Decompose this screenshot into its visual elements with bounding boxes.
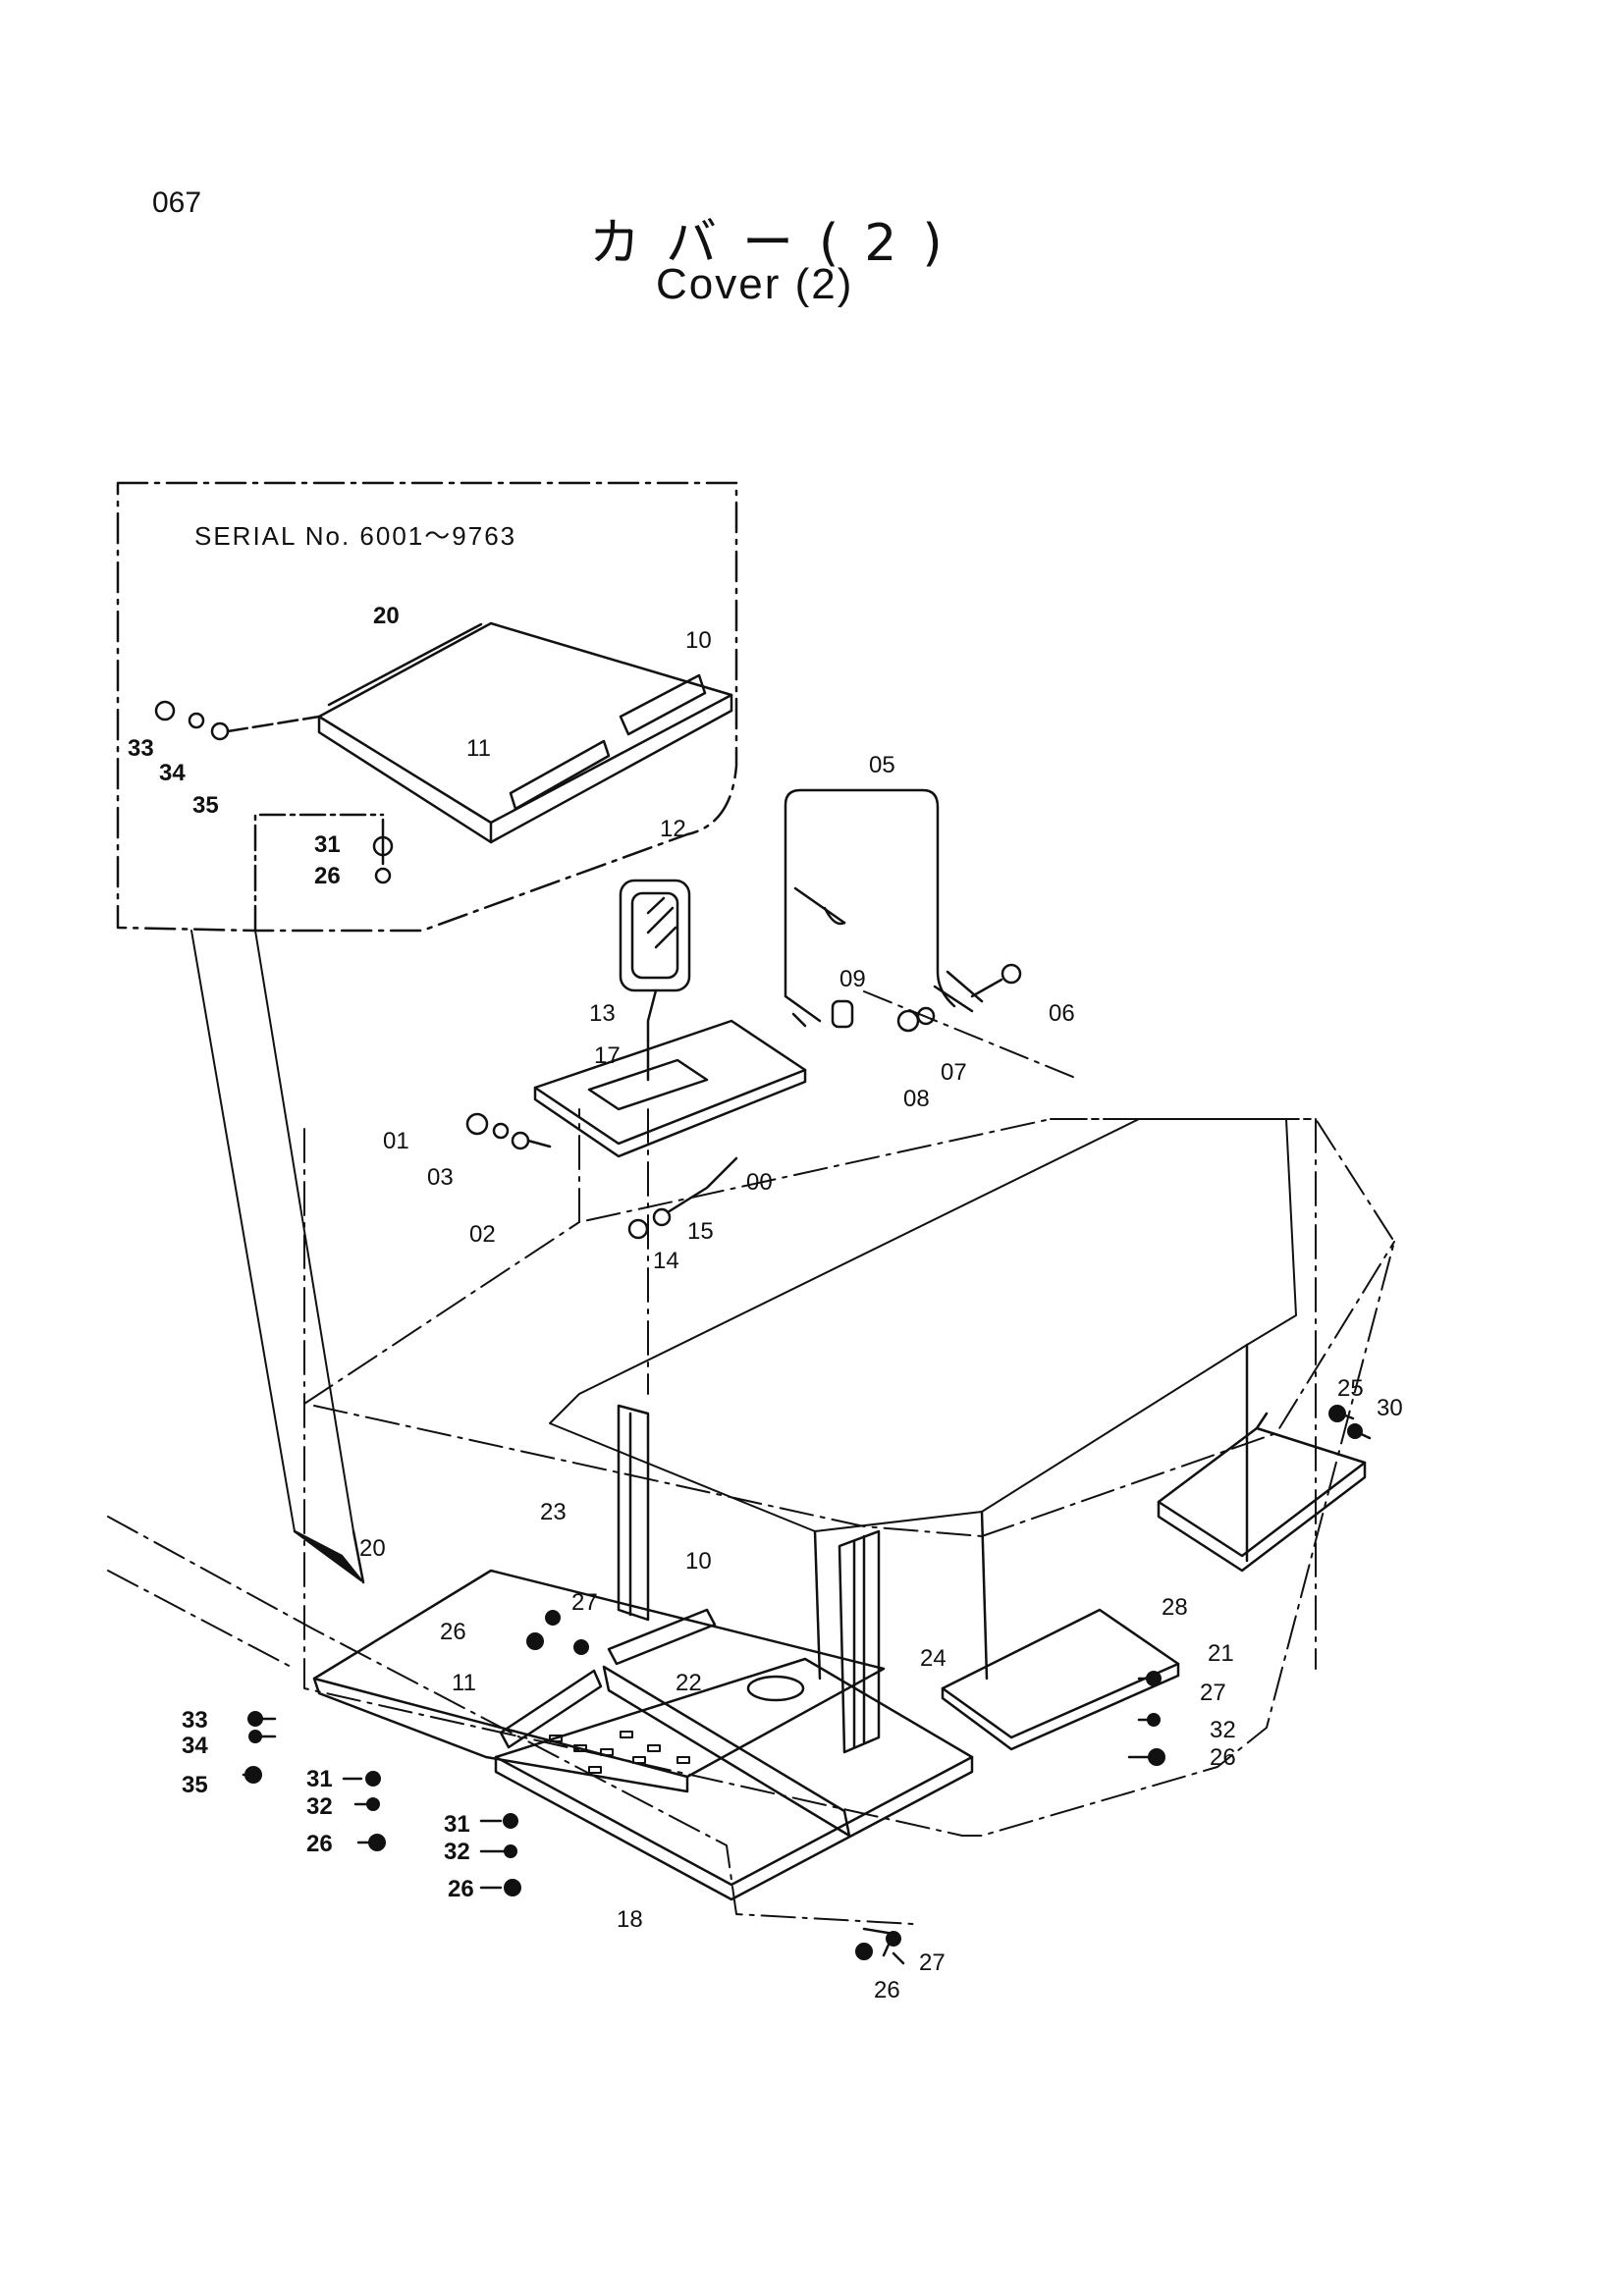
- callout-27-bottom: 27: [919, 1949, 946, 1976]
- callout-25: 25: [1337, 1375, 1364, 1402]
- callout-26-left: 26: [306, 1831, 333, 1857]
- callout-30: 30: [1377, 1395, 1403, 1421]
- post-24: [838, 1529, 881, 1754]
- callout-12: 12: [660, 816, 686, 842]
- callout-09: 09: [839, 966, 866, 992]
- bracket-11: [499, 1669, 603, 1749]
- title-english: Cover (2): [656, 260, 854, 308]
- callout-14: 14: [653, 1248, 679, 1274]
- callout-23: 23: [540, 1499, 567, 1525]
- callout-10-inset: 10: [685, 627, 712, 654]
- engine-hood: [549, 1118, 1297, 1532]
- callout-20-main: 20: [359, 1535, 386, 1562]
- callout-10-main: 10: [685, 1548, 712, 1575]
- serial-range-label: SERIAL No. 6001～9763: [194, 521, 516, 551]
- callout-11-inset: 11: [466, 735, 491, 762]
- post-23: [617, 1404, 650, 1622]
- callout-33-main: 33: [182, 1707, 208, 1734]
- callout-24: 24: [920, 1645, 947, 1672]
- callout-31-left: 31: [306, 1766, 333, 1792]
- callout-03: 03: [427, 1164, 454, 1191]
- callout-26-upper: 26: [440, 1619, 466, 1645]
- callout-15: 15: [687, 1218, 714, 1245]
- callout-31-inset: 31: [314, 831, 341, 858]
- partition-plate-22: [602, 1665, 851, 1838]
- pointer-arrow: [293, 1529, 363, 1582]
- callout-08: 08: [903, 1086, 930, 1112]
- callout-21: 21: [1208, 1640, 1234, 1667]
- callout-34-inset: 34: [159, 760, 186, 786]
- mirror: [619, 879, 691, 992]
- cover-21: [941, 1608, 1180, 1739]
- callout-35-inset: 35: [192, 792, 219, 819]
- callout-33-inset: 33: [128, 735, 154, 762]
- callout-27-upper: 27: [571, 1589, 598, 1616]
- floor-plate-20: [312, 1569, 886, 1779]
- callout-02: 02: [469, 1221, 496, 1248]
- inset-cover-plate: [317, 621, 733, 825]
- callout-06: 06: [1049, 1000, 1075, 1027]
- title-japanese: カバー(2): [589, 214, 968, 273]
- callout-31-center: 31: [444, 1811, 470, 1838]
- callout-05: 05: [869, 752, 895, 778]
- callout-32-center: 32: [444, 1839, 470, 1865]
- callout-11-main: 11: [452, 1670, 476, 1696]
- callout-26-bottom: 26: [874, 1977, 900, 2003]
- callout-26-right: 26: [1210, 1744, 1236, 1771]
- callout-27-right: 27: [1200, 1680, 1226, 1706]
- callout-01: 01: [383, 1128, 409, 1154]
- callout-17: 17: [594, 1042, 621, 1069]
- callout-32-right: 32: [1210, 1717, 1236, 1743]
- callout-20-inset: 20: [373, 603, 400, 629]
- callout-labels: 20 10 11 33 34 35 31 26 05 12 06 09 07 0…: [128, 603, 1403, 2003]
- callout-32-left: 32: [306, 1793, 333, 1820]
- page-number: 067: [152, 187, 202, 219]
- handrail: [784, 788, 956, 1023]
- callout-26-inset: 26: [314, 863, 341, 889]
- callout-28: 28: [1162, 1594, 1188, 1621]
- mirror-base-plate: [533, 1019, 807, 1146]
- callout-35-main: 35: [182, 1772, 208, 1798]
- callout-26-center: 26: [448, 1876, 474, 1902]
- inset-bracket: [509, 739, 611, 811]
- inset-frame: [116, 481, 738, 933]
- callout-07: 07: [941, 1059, 967, 1086]
- callout-34-main: 34: [182, 1733, 208, 1759]
- callout-22: 22: [676, 1670, 702, 1696]
- callout-00: 00: [746, 1169, 773, 1196]
- callout-13: 13: [589, 1000, 616, 1027]
- callout-18: 18: [617, 1906, 643, 1933]
